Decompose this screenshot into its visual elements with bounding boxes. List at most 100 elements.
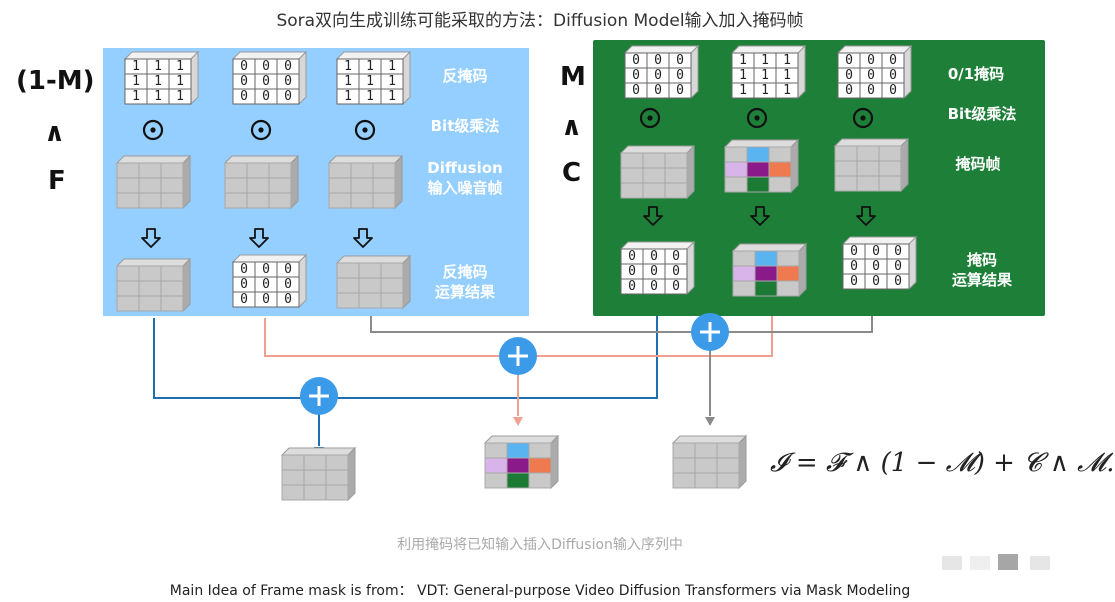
cube-cell: [160, 265, 184, 282]
cube-cell: [484, 472, 508, 489]
mask-value: 0: [850, 274, 858, 289]
output-cube: [483, 434, 560, 490]
cube-cell: [746, 146, 770, 163]
cube-cell: [878, 145, 902, 162]
bit-multiply-icon: [250, 119, 272, 141]
mask-value: 0: [632, 53, 640, 68]
mask-value: 0: [872, 259, 880, 274]
mask-value: 1: [366, 89, 374, 104]
mask-value: 0: [872, 274, 880, 289]
plus-icon: [691, 313, 729, 351]
c-label: C: [562, 158, 582, 188]
cube-cell: [506, 442, 530, 459]
blue-connector: [153, 318, 319, 399]
mask-value: 0: [262, 277, 270, 292]
down-arrow-icon: [249, 228, 269, 248]
cube-cell: [724, 161, 748, 178]
cube-cell: [754, 250, 778, 267]
cube-cell: [116, 192, 140, 209]
mask-value: 0: [628, 249, 636, 264]
cube-cell: [372, 177, 396, 194]
mask-value: 1: [783, 53, 791, 68]
noise-frame-cube: [327, 154, 404, 210]
cube-cell: [878, 160, 902, 177]
cube-cell: [768, 161, 792, 178]
mask-value: 0: [654, 53, 662, 68]
mask-value: 0: [650, 279, 658, 294]
cube-cell: [620, 152, 644, 169]
cube-cell: [856, 160, 880, 177]
mask-value: 1: [783, 83, 791, 98]
arrow-head: [705, 417, 715, 426]
cube-cell: [380, 277, 404, 294]
mask-value: 0: [676, 68, 684, 83]
cube-cell: [336, 277, 360, 294]
mask-value: 0: [262, 292, 270, 307]
mask-value: 1: [154, 74, 162, 89]
mask-value: 0: [240, 262, 248, 277]
cube-cell: [328, 162, 352, 179]
mask-value: 0: [284, 292, 292, 307]
cube-cell: [160, 192, 184, 209]
cube-cell: [138, 280, 162, 297]
cube-cell: [732, 250, 756, 267]
cube-cell: [768, 176, 792, 193]
cube-cell: [834, 175, 858, 192]
cube-cell: [246, 162, 270, 179]
cube-cell: [620, 167, 644, 184]
cube-cell: [642, 167, 666, 184]
cube-cell: [776, 265, 800, 282]
mask-value: 1: [783, 68, 791, 83]
mask-value: 0: [262, 74, 270, 89]
cube-cell: [336, 292, 360, 309]
mask-value: 1: [761, 83, 769, 98]
blue-connector: [319, 316, 658, 399]
bit-multiply-icon: [639, 107, 661, 129]
cube-cell: [776, 250, 800, 267]
mask-value: 0: [240, 59, 248, 74]
down-arrow-icon: [643, 206, 663, 226]
mask-frame-cube: [723, 138, 800, 194]
m-label: M: [560, 62, 586, 92]
mask-value: 1: [739, 68, 747, 83]
mask-value: 1: [388, 59, 396, 74]
cube-cell: [268, 192, 292, 209]
cube-cell: [754, 280, 778, 297]
down-arrow-icon: [141, 228, 161, 248]
watermark-block: [1030, 556, 1050, 570]
arrow-head: [513, 417, 523, 426]
cube-cell: [834, 145, 858, 162]
mask-value: 0: [650, 264, 658, 279]
cube-cell: [224, 177, 248, 194]
inverse-mask-label: 反掩码: [442, 67, 488, 85]
mask-value: 0: [850, 244, 858, 259]
cube-cell: [116, 265, 140, 282]
cube-cell: [642, 152, 666, 169]
mask-value: 1: [154, 89, 162, 104]
right-wedge-label: ∧: [561, 112, 583, 142]
cube-cell: [694, 472, 718, 489]
mask-value: 0: [676, 83, 684, 98]
cube-cell: [506, 472, 530, 489]
down-arrow-icon: [856, 206, 876, 226]
mask-value: 1: [176, 89, 184, 104]
cube-cell: [834, 160, 858, 177]
noise-frame-cube: [115, 154, 192, 210]
cube-cell: [336, 262, 360, 279]
cube-cell: [724, 146, 748, 163]
cube-cell: [303, 469, 327, 486]
cube-cell: [528, 442, 552, 459]
cube-cell: [380, 262, 404, 279]
mask-value: 0: [240, 277, 248, 292]
mask-value: 1: [132, 89, 140, 104]
cube-cell: [358, 262, 382, 279]
mask-value: 0: [262, 89, 270, 104]
